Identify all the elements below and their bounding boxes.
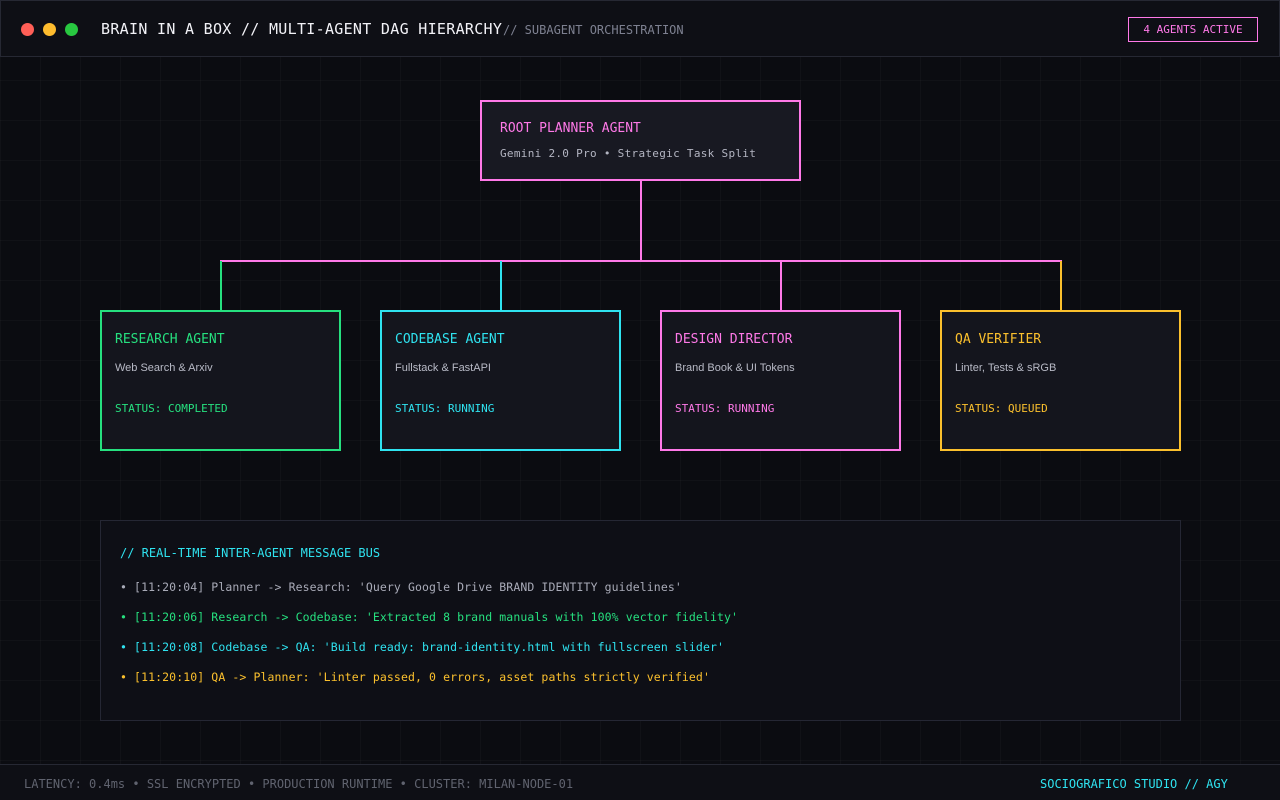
agent-card-qa[interactable]: QA VERIFIER Linter, Tests & sRGB STATUS:…: [940, 310, 1181, 451]
root-planner-node[interactable]: ROOT PLANNER AGENT Gemini 2.0 Pro • Stra…: [480, 100, 801, 181]
message-item: • [11:20:04] Planner -> Research: 'Query…: [120, 580, 682, 594]
agent-title: QA VERIFIER: [955, 332, 1042, 347]
message-list: • [11:20:04] Planner -> Research: 'Query…: [120, 580, 738, 700]
agent-description: Web Search & Arxiv: [115, 362, 213, 374]
message-item: • [11:20:10] QA -> Planner: 'Linter pass…: [120, 670, 710, 684]
agent-description: Linter, Tests & sRGB: [955, 362, 1057, 374]
maximize-window-button[interactable]: [65, 23, 78, 36]
agent-description: Fullstack & FastAPI: [395, 362, 491, 374]
minimize-window-button[interactable]: [43, 23, 56, 36]
agent-status: STATUS: QUEUED: [955, 402, 1048, 415]
message-bus-title: // REAL-TIME INTER-AGENT MESSAGE BUS: [120, 546, 381, 560]
status-footer: LATENCY: 0.4ms • SSL ENCRYPTED • PRODUCT…: [0, 764, 1280, 800]
studio-credit: SOCIOGRAFICO STUDIO // AGY: [1040, 777, 1228, 791]
message-item: • [11:20:06] Research -> Codebase: 'Extr…: [120, 610, 739, 624]
agents-active-badge[interactable]: 4 AGENTS ACTIVE: [1128, 17, 1258, 42]
agent-card-design[interactable]: DESIGN DIRECTOR Brand Book & UI Tokens S…: [660, 310, 901, 451]
agent-status: STATUS: COMPLETED: [115, 402, 228, 415]
app-title: BRAIN IN A BOX // MULTI-AGENT DAG HIERAR…: [101, 20, 503, 38]
root-planner-subtitle: Gemini 2.0 Pro • Strategic Task Split: [500, 147, 757, 160]
agent-status: STATUS: RUNNING: [675, 402, 775, 415]
message-bus-panel: // REAL-TIME INTER-AGENT MESSAGE BUS • […: [100, 520, 1181, 721]
agent-status: STATUS: RUNNING: [395, 402, 495, 415]
message-item: • [11:20:08] Codebase -> QA: 'Build read…: [120, 640, 725, 654]
agent-card-research[interactable]: RESEARCH AGENT Web Search & Arxiv STATUS…: [100, 310, 341, 451]
runtime-status-text: LATENCY: 0.4ms • SSL ENCRYPTED • PRODUCT…: [24, 777, 574, 791]
close-window-button[interactable]: [21, 23, 34, 36]
app-subtitle: // SUBAGENT ORCHESTRATION: [503, 23, 684, 37]
agent-title: CODEBASE AGENT: [395, 332, 505, 347]
agent-title: RESEARCH AGENT: [115, 332, 225, 347]
agent-description: Brand Book & UI Tokens: [675, 362, 795, 374]
agent-title: DESIGN DIRECTOR: [675, 332, 793, 347]
title-bar: BRAIN IN A BOX // MULTI-AGENT DAG HIERAR…: [0, 0, 1280, 57]
agent-card-codebase[interactable]: CODEBASE AGENT Fullstack & FastAPI STATU…: [380, 310, 621, 451]
root-planner-title: ROOT PLANNER AGENT: [500, 121, 641, 136]
